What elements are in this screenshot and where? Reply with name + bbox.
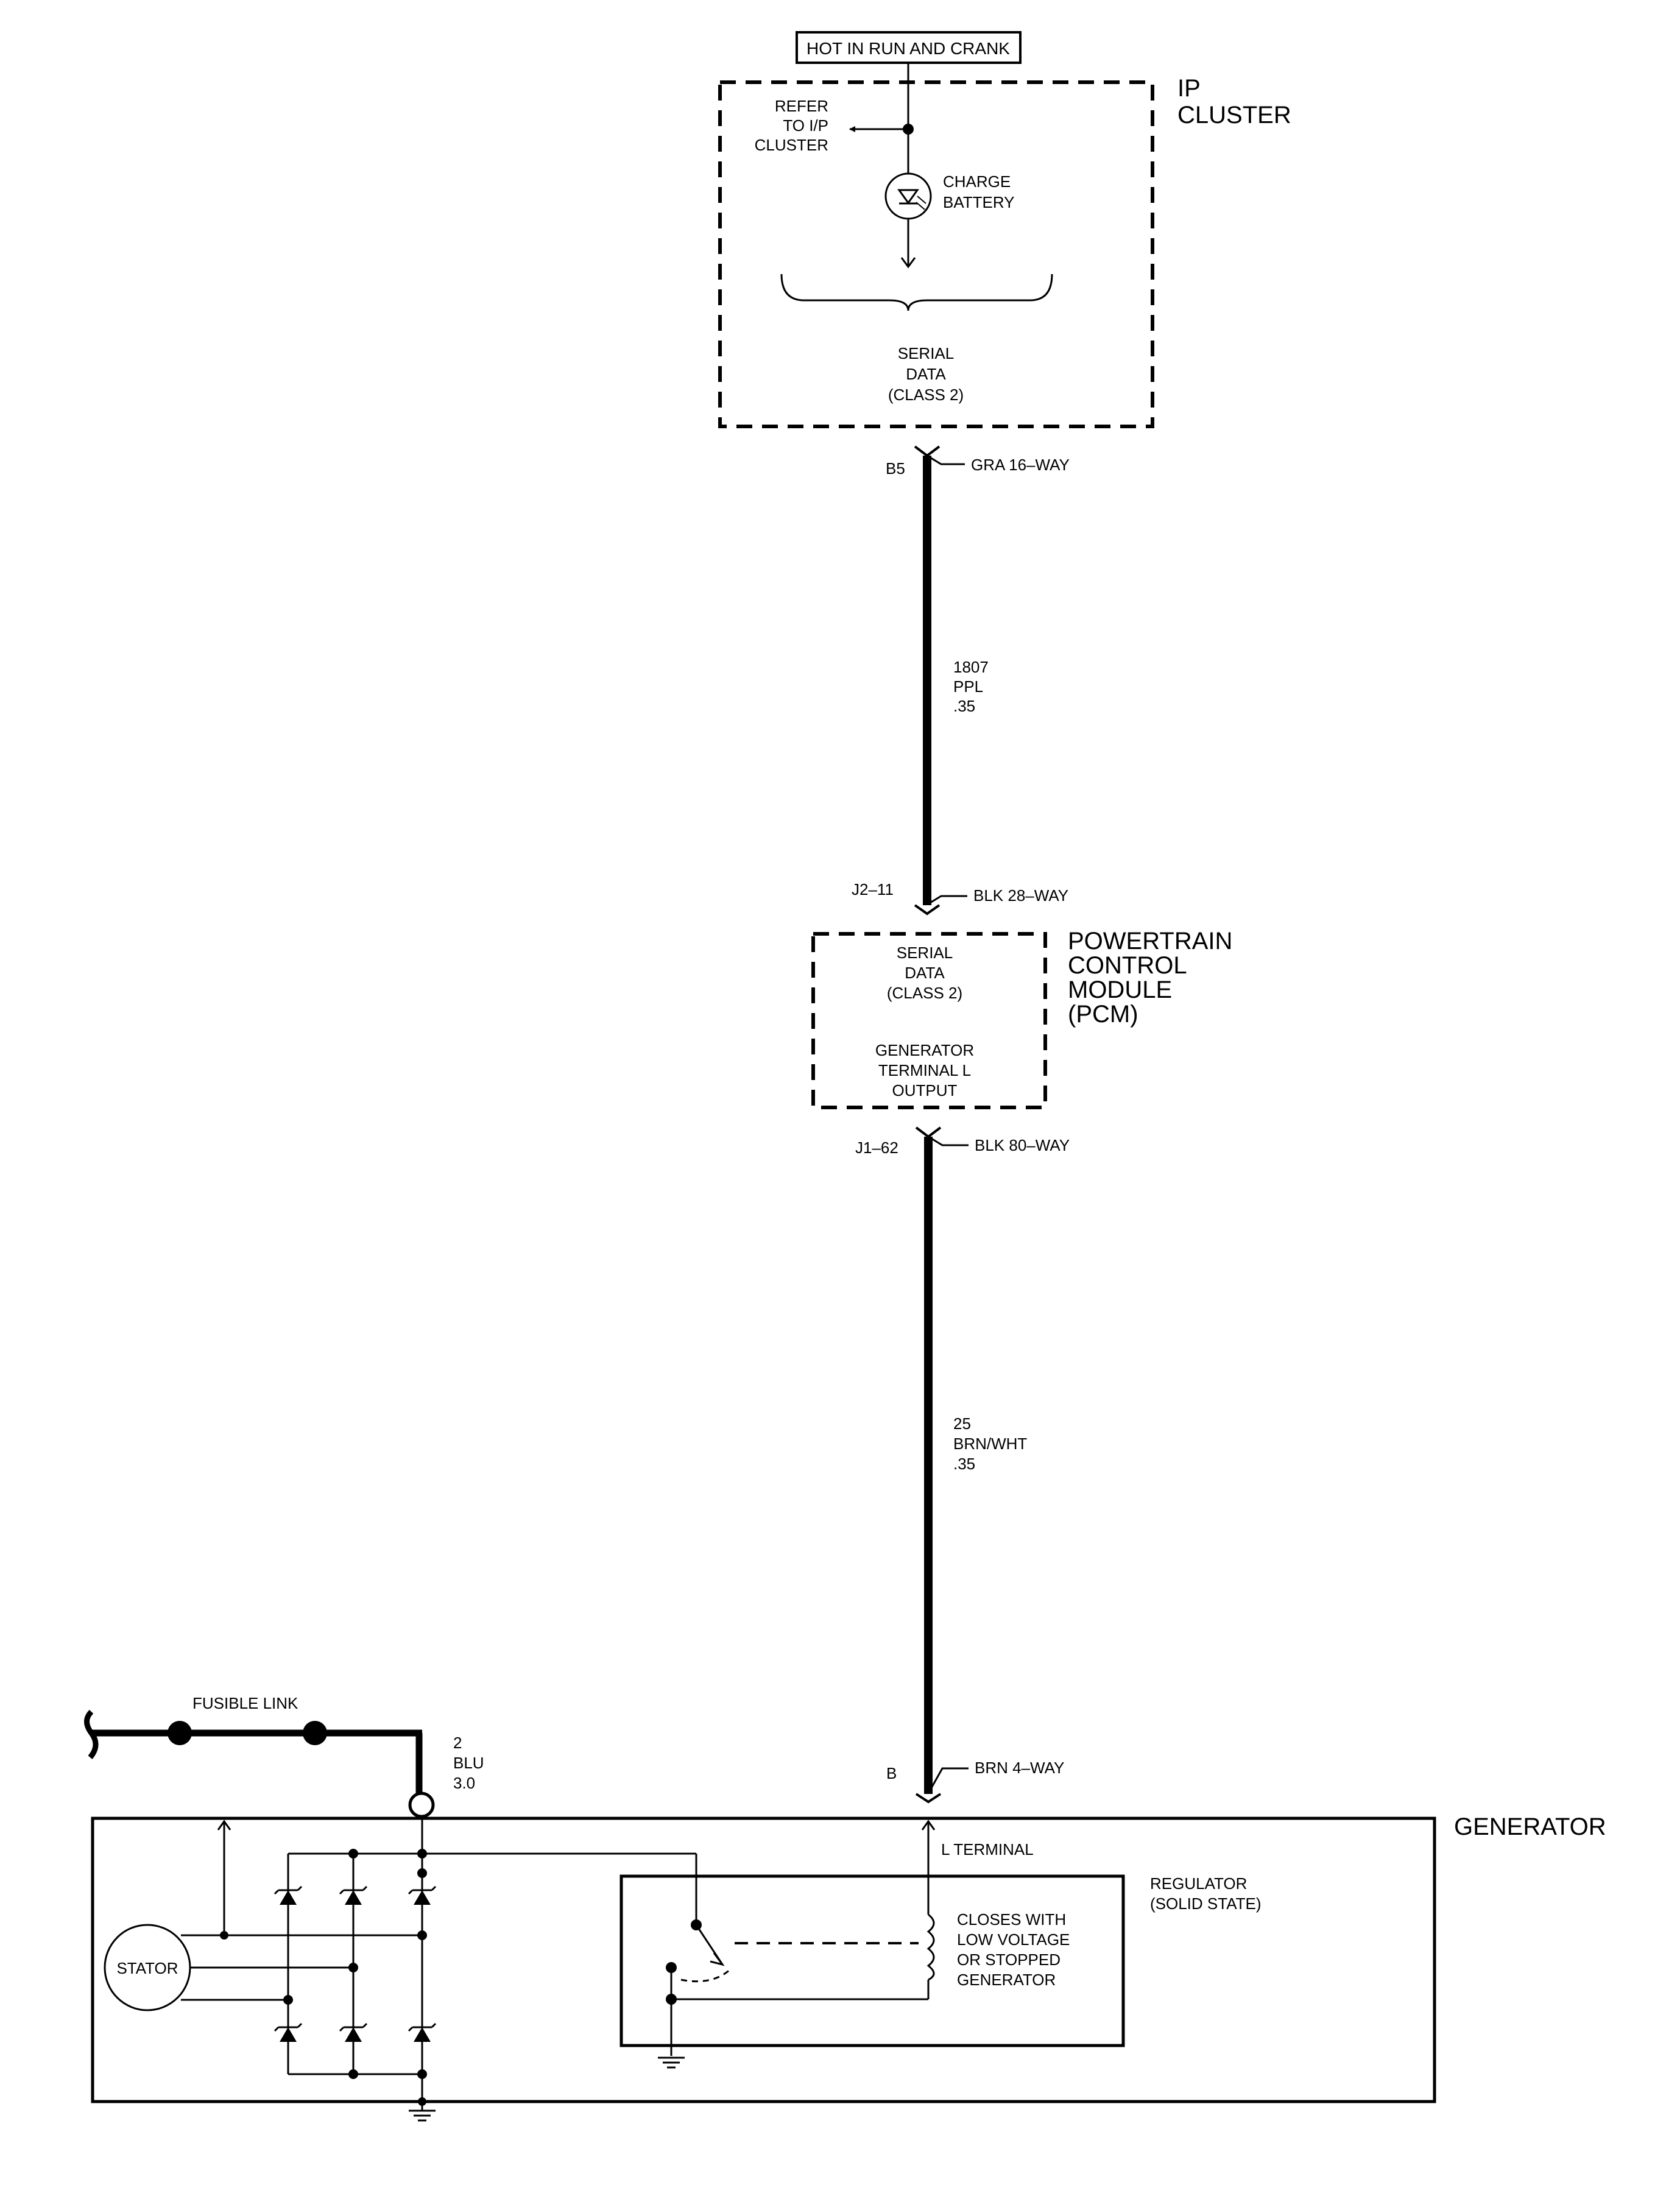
- refer-line3: CLUSTER: [755, 136, 828, 154]
- ip-cluster-boundary: [718, 80, 1154, 428]
- diode-icon: [339, 1885, 368, 1906]
- regulator-line1: REGULATOR: [1150, 1874, 1247, 1893]
- regulator-coil-icon: [926, 1913, 935, 1981]
- wire-25-gauge: .35: [953, 1455, 975, 1473]
- diode-icon: [274, 1885, 303, 1906]
- pcm-title-line3: MODULE: [1068, 976, 1172, 1003]
- wire-2-color: BLU: [453, 1754, 484, 1772]
- wire-25-circuit: 25: [953, 1414, 971, 1433]
- lamp-label-line2: BATTERY: [943, 193, 1015, 211]
- ip-serial-line2: DATA: [906, 365, 946, 383]
- connector-b5-type: GRA 16–WAY: [971, 456, 1070, 474]
- ip-serial-line3: (CLASS 2): [888, 386, 964, 404]
- wire-1807-color: PPL: [953, 677, 983, 696]
- connector-j1-pin: J1–62: [855, 1139, 898, 1157]
- lamp-label-line1: CHARGE: [943, 172, 1011, 191]
- wire-25-color: BRN/WHT: [953, 1435, 1027, 1453]
- connector-b5: B5 GRA 16–WAY: [886, 445, 1070, 905]
- pcm-serial-line1: SERIAL: [897, 944, 953, 962]
- switch-line3: OR STOPPED: [957, 1951, 1061, 1969]
- generator: GENERATOR STATOR: [91, 1813, 1606, 2122]
- stator-label: STATOR: [116, 1959, 178, 1977]
- switch-line4: GENERATOR: [957, 1971, 1056, 1989]
- wire-1807-label: 1807 PPL .35: [953, 658, 989, 715]
- regulator-line2: (SOLID STATE): [1150, 1894, 1262, 1913]
- generator-boundary: [91, 1816, 1436, 2103]
- diode-icon: [408, 1885, 437, 1906]
- charge-battery-lamp-icon: [884, 172, 932, 220]
- pcm-boundary: [811, 932, 1047, 1109]
- fusible-link-end-a: [168, 1721, 192, 1745]
- connector-j1: J1–62 BLK 80–WAY: [855, 1126, 1070, 1794]
- power-source-text: HOT IN RUN AND CRANK: [806, 39, 1010, 58]
- ip-serial-line1: SERIAL: [898, 344, 955, 362]
- connector-j2: J2–11 BLK 28–WAY: [852, 880, 1068, 916]
- generator-bat-terminal: [408, 1792, 435, 1818]
- generator-ground-icon: [408, 2109, 437, 2122]
- wire-1807-circuit: 1807: [953, 658, 989, 676]
- fusible-link-end-b: [303, 1721, 327, 1745]
- wire-25-label: 25 BRN/WHT .35: [953, 1414, 1027, 1473]
- pcm-title-line2: CONTROL: [1068, 952, 1187, 979]
- serial-data-brace: [780, 274, 1053, 311]
- connector-b-type: BRN 4–WAY: [975, 1759, 1064, 1777]
- wire-1807-gauge: .35: [953, 697, 975, 715]
- switch-line2: LOW VOLTAGE: [957, 1930, 1070, 1949]
- power-source-label: HOT IN RUN AND CRANK: [796, 31, 1022, 64]
- lamp-output-arrow-icon: [900, 257, 916, 269]
- diode-icon: [274, 2022, 303, 2043]
- pcm-serial-line2: DATA: [905, 964, 945, 982]
- wire-2-circuit: 2: [453, 1734, 462, 1752]
- ip-cluster: IP CLUSTER REFER TO I/P CLUSTER CHARGE B…: [718, 63, 1291, 428]
- connector-b-pin: B: [886, 1764, 897, 1782]
- l-terminal-label: L TERMINAL: [941, 1840, 1034, 1859]
- pcm-module: POWERTRAIN CONTROL MODULE (PCM) SERIAL D…: [811, 928, 1232, 1109]
- generator-title: GENERATOR: [1454, 1813, 1606, 1840]
- connector-j2-pin: J2–11: [852, 880, 894, 898]
- fusible-link: FUSIBLE LINK: [84, 1694, 435, 1818]
- pcm-gen-line3: OUTPUT: [892, 1081, 958, 1100]
- switch-line1: CLOSES WITH: [957, 1910, 1066, 1929]
- pcm-title-line1: POWERTRAIN: [1068, 928, 1232, 955]
- pcm-gen-line2: TERMINAL L: [878, 1061, 971, 1079]
- pcm-gen-line1: GENERATOR: [875, 1041, 974, 1059]
- regulator-ground-icon: [657, 2056, 686, 2069]
- regulator-boundary: [619, 1874, 1125, 2047]
- connector-j1-type: BLK 80–WAY: [975, 1136, 1070, 1154]
- diode-icon: [339, 2022, 368, 2043]
- diode-icon: [408, 2022, 437, 2043]
- wire-2-gauge: 3.0: [453, 1774, 475, 1792]
- connector-b: B BRN 4–WAY: [886, 1759, 1064, 1804]
- pcm-serial-line3: (CLASS 2): [887, 984, 962, 1002]
- pcm-title-line4: (PCM): [1068, 1001, 1138, 1028]
- refer-line2: TO I/P: [783, 116, 828, 135]
- connector-j2-type: BLK 28–WAY: [973, 886, 1068, 905]
- refer-line1: REFER: [775, 97, 828, 115]
- wire-2-label: 2 BLU 3.0: [453, 1734, 484, 1792]
- ip-cluster-title-line2: CLUSTER: [1177, 102, 1291, 129]
- fusible-link-label: FUSIBLE LINK: [192, 1694, 298, 1712]
- ip-cluster-title-line1: IP: [1177, 75, 1201, 102]
- connector-b5-pin: B5: [886, 459, 905, 478]
